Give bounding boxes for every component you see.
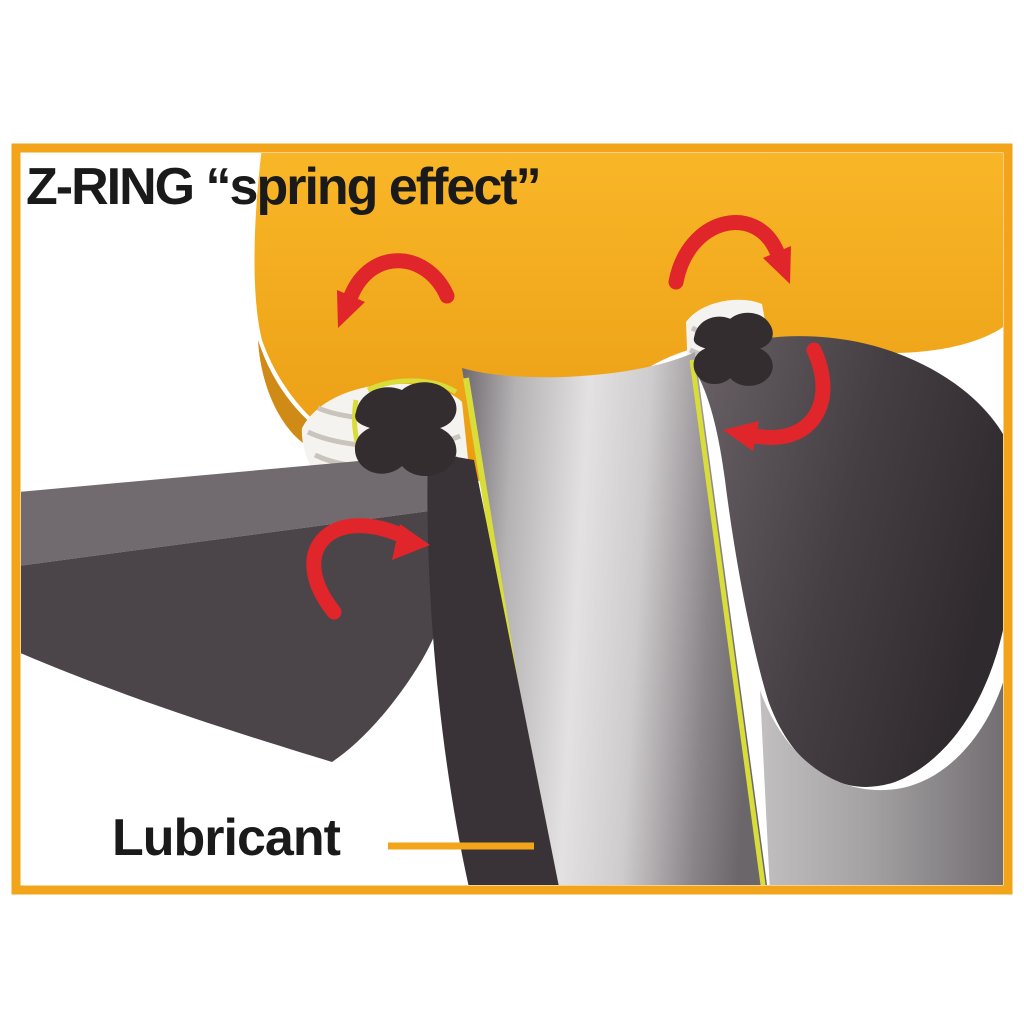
lubricant-film-line — [689, 359, 766, 885]
lower-bore-cylinder — [760, 682, 1003, 885]
arm-top-face — [21, 459, 452, 566]
arm-front-face — [21, 508, 455, 762]
right-housing-cylinder — [690, 336, 1003, 787]
page-title: Z-RING “spring effect” — [26, 158, 540, 216]
diagram-frame — [11, 143, 1013, 895]
spring-arrow-left-lower-icon — [306, 518, 430, 620]
z-ring-cross-section-right — [693, 312, 773, 386]
shaft-body — [462, 352, 768, 885]
bore-sleeve — [427, 452, 559, 885]
spring-arrow-top-right-icon — [668, 215, 791, 290]
lubricant-film-line — [366, 378, 458, 395]
illustration-group — [21, 153, 1003, 885]
spring-arrow-right-middle-icon — [723, 342, 831, 451]
spring-arrow-top-left-icon — [337, 253, 455, 328]
lubricant-label: Lubricant — [112, 809, 341, 867]
z-ring-cross-section-left — [354, 382, 457, 477]
left-housing-arm — [21, 452, 559, 885]
